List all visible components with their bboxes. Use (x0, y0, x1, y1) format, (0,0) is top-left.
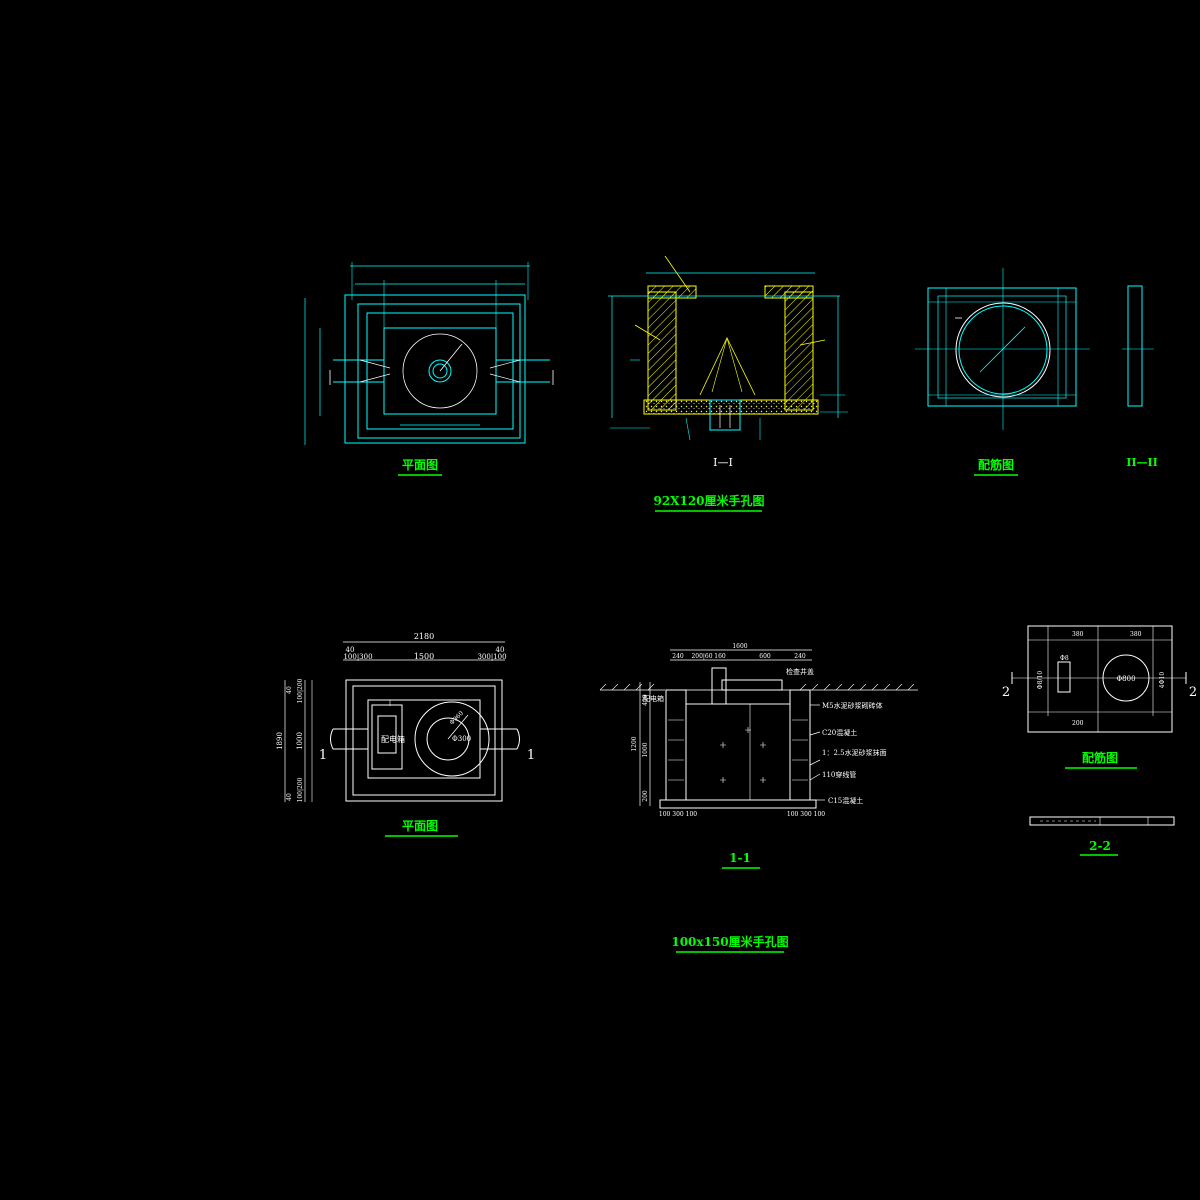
bottom-plan-dim-right-parts: 300|100 (477, 653, 506, 661)
bottom-section-label-brick: M5水泥砂浆砌砖体 (822, 701, 883, 710)
bottom-plan-dim-right-edge: 40 (496, 646, 505, 654)
bottom-plan-title: 平面图 (402, 819, 438, 833)
bottom-rebar-top-dim2: 380 (1130, 631, 1142, 638)
bottom-section-view (599, 649, 918, 809)
bottom-section-dim-b: 200|60 (691, 653, 712, 660)
top-section2-title: II—II (1126, 456, 1158, 469)
bottom-plan-box-label: 配电箱 (381, 734, 405, 744)
bottom-plan-marker-right: 1 (527, 748, 535, 763)
bottom-plan-vert-top-a: 40 (286, 686, 293, 694)
bottom-rebar-r1-label: 4Φ10 (1159, 672, 1166, 689)
bottom-section-dim-bottom-right: 100 300 100 (787, 811, 825, 818)
bottom-plan-marker-left: 1 (319, 748, 327, 763)
bottom-rebar-left-label: Φ8 (1060, 655, 1069, 662)
bottom-plan-dia-label: Φ300 (452, 735, 471, 743)
bottom-section-dim-d: 600 (759, 653, 771, 660)
bottom-rebar-title: 配筋图 (1082, 750, 1118, 765)
bottom-rebar-marker-left: 2 (1002, 685, 1010, 700)
top-plan-view (304, 262, 554, 445)
bottom-plan-vert-bot-a: 100|200 (297, 777, 304, 802)
bottom-section-dim-c: 160 (714, 653, 726, 660)
bottom-rebar-marker-right: 2 (1189, 685, 1197, 700)
bottom-rebar-top-dim: 380 (1072, 631, 1084, 638)
bottom-rebar-r2-label: Φ8/10 (1037, 671, 1044, 690)
top-rebar-view (915, 268, 1090, 430)
bottom-section-vert-b: 400 (642, 694, 649, 706)
top-section-view (608, 255, 848, 441)
bottom-section-label-c20: C20混凝土 (822, 728, 857, 737)
bottom-plan-view (284, 641, 520, 802)
bottom-plan-dim-middle: 1500 (414, 652, 434, 661)
bottom-plan-dim-left-edge: 40 (346, 646, 355, 654)
bottom-section-dim-e: 240 (794, 653, 806, 660)
bottom-section-label-c15: C15混凝土 (828, 796, 863, 805)
top-main-title: 92X120厘米手孔图 (653, 493, 764, 508)
bottom-section2-view (1029, 816, 1175, 826)
bottom-section-label-cover: 检查井盖 (786, 667, 814, 676)
bottom-plan-vert-top-b: 100|200 (297, 678, 304, 703)
bottom-section-label-pipe: 110穿线管 (822, 770, 856, 779)
top-rebar-title: 配筋图 (978, 457, 1014, 472)
bottom-section-title: 1-1 (729, 851, 751, 865)
bottom-plan-dim-overall: 2180 (414, 632, 434, 641)
top-section2-view (1122, 285, 1154, 407)
bottom-main-title: 100x150厘米手孔图 (671, 934, 788, 949)
bottom-section-dim-top: 1600 (732, 643, 747, 650)
bottom-plan-vert-bot-b: 40 (286, 793, 293, 801)
bottom-plan-dim-left-parts: 100|300 (343, 653, 372, 661)
bottom-section-vert-c: 1000 (642, 742, 649, 757)
bottom-section-label-mortar: 1：2.5水泥砂浆抹面 (822, 748, 887, 757)
bottom-section-dim-bottom-left: 100 300 100 (659, 811, 697, 818)
bottom-rebar-view (1011, 625, 1187, 733)
top-section-title: I—I (713, 456, 733, 469)
bottom-section-vert-d: 200 (642, 790, 649, 802)
bottom-section-vert-a: 1200 (631, 736, 638, 751)
bottom-section2-title: 2-2 (1089, 839, 1111, 853)
bottom-rebar-hole-label: Φ800 (1116, 675, 1135, 683)
bottom-section-label-box: 配电箱 (643, 694, 664, 703)
bottom-plan-vert-middle: 1000 (296, 732, 304, 750)
bottom-rebar-mid-dim: 200 (1072, 720, 1084, 727)
bottom-section-dim-a: 240 (672, 653, 684, 660)
bottom-plan-vert-overall: 1890 (276, 732, 284, 750)
top-plan-title: 平面图 (402, 458, 438, 472)
